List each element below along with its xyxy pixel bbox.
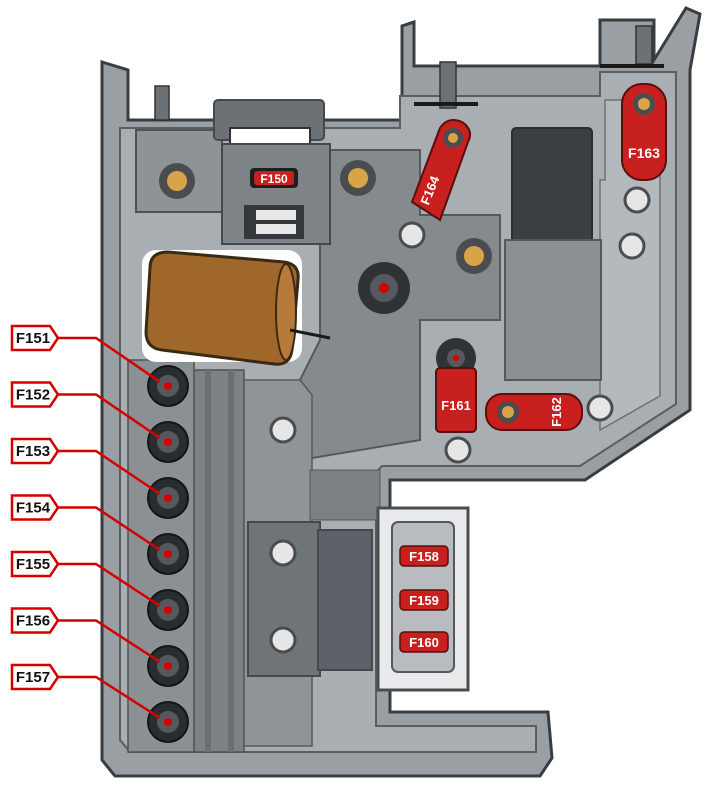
callout-line [56, 619, 161, 664]
callout-line [56, 506, 161, 552]
fuse-f158-label: F158 [409, 549, 439, 564]
callout-label: F153 [16, 443, 50, 460]
callout-label: F152 [16, 387, 50, 404]
fuse-terminal-posts [147, 365, 189, 743]
fuse-f162: F162 [485, 393, 583, 431]
fuse-f159: F159 [399, 589, 449, 611]
fuse-f160-label: F160 [409, 635, 439, 650]
fuse-f150-label: F150 [260, 172, 288, 186]
terminal-post-5 [147, 589, 189, 631]
hex-bolts [269, 186, 651, 654]
callout-label: F156 [16, 613, 50, 630]
fuse-f161-label: F161 [441, 398, 471, 413]
fuse-f163-label: F163 [628, 145, 660, 161]
callout-6: F156 [10, 607, 161, 664]
fuse-f159-label: F159 [409, 593, 439, 608]
callout-label: F155 [16, 556, 50, 573]
callout-label: F154 [16, 500, 51, 517]
fuse-f162-label: F162 [549, 397, 564, 427]
callout-tag [10, 324, 60, 352]
callout-5: F155 [10, 550, 161, 608]
callout-7: F157 [10, 663, 161, 720]
callout-label: F151 [16, 330, 50, 347]
callout-4: F154 [10, 494, 161, 552]
callout-tag [10, 607, 60, 634]
fuse-f160: F160 [399, 631, 449, 653]
fuse-f164: F164 [410, 119, 471, 222]
terminal-post-4 [147, 533, 189, 575]
terminal-post-7 [147, 701, 189, 743]
callout-tag [10, 437, 60, 465]
central-stud [358, 262, 410, 314]
fuse-f150: F150 [250, 168, 298, 188]
gold-nut-2 [340, 160, 376, 196]
callout-line [56, 675, 161, 720]
callout-1: F151 [10, 324, 161, 384]
capacitor [142, 250, 331, 366]
callout-3: F153 [10, 437, 161, 496]
callout-tag [10, 381, 60, 408]
callout-line [56, 449, 161, 496]
callout-line [56, 336, 161, 384]
callout-tag [10, 494, 60, 521]
gold-nut-3 [456, 238, 492, 274]
callout-tag [10, 550, 60, 578]
terminal-post-1 [147, 365, 189, 407]
callout-line [56, 562, 161, 608]
fuse-f163: F163 [621, 83, 667, 181]
fuse-f158: F158 [399, 545, 449, 567]
terminal-post-2 [147, 421, 189, 463]
callout-line [56, 393, 161, 440]
callout-2: F152 [10, 381, 161, 440]
gold-nut-1 [159, 163, 195, 199]
terminal-post-6 [147, 645, 189, 687]
callout-label: F157 [16, 669, 50, 686]
fuse-f161: F161 [435, 367, 477, 433]
terminal-post-3 [147, 477, 189, 519]
callout-tag [10, 663, 60, 691]
